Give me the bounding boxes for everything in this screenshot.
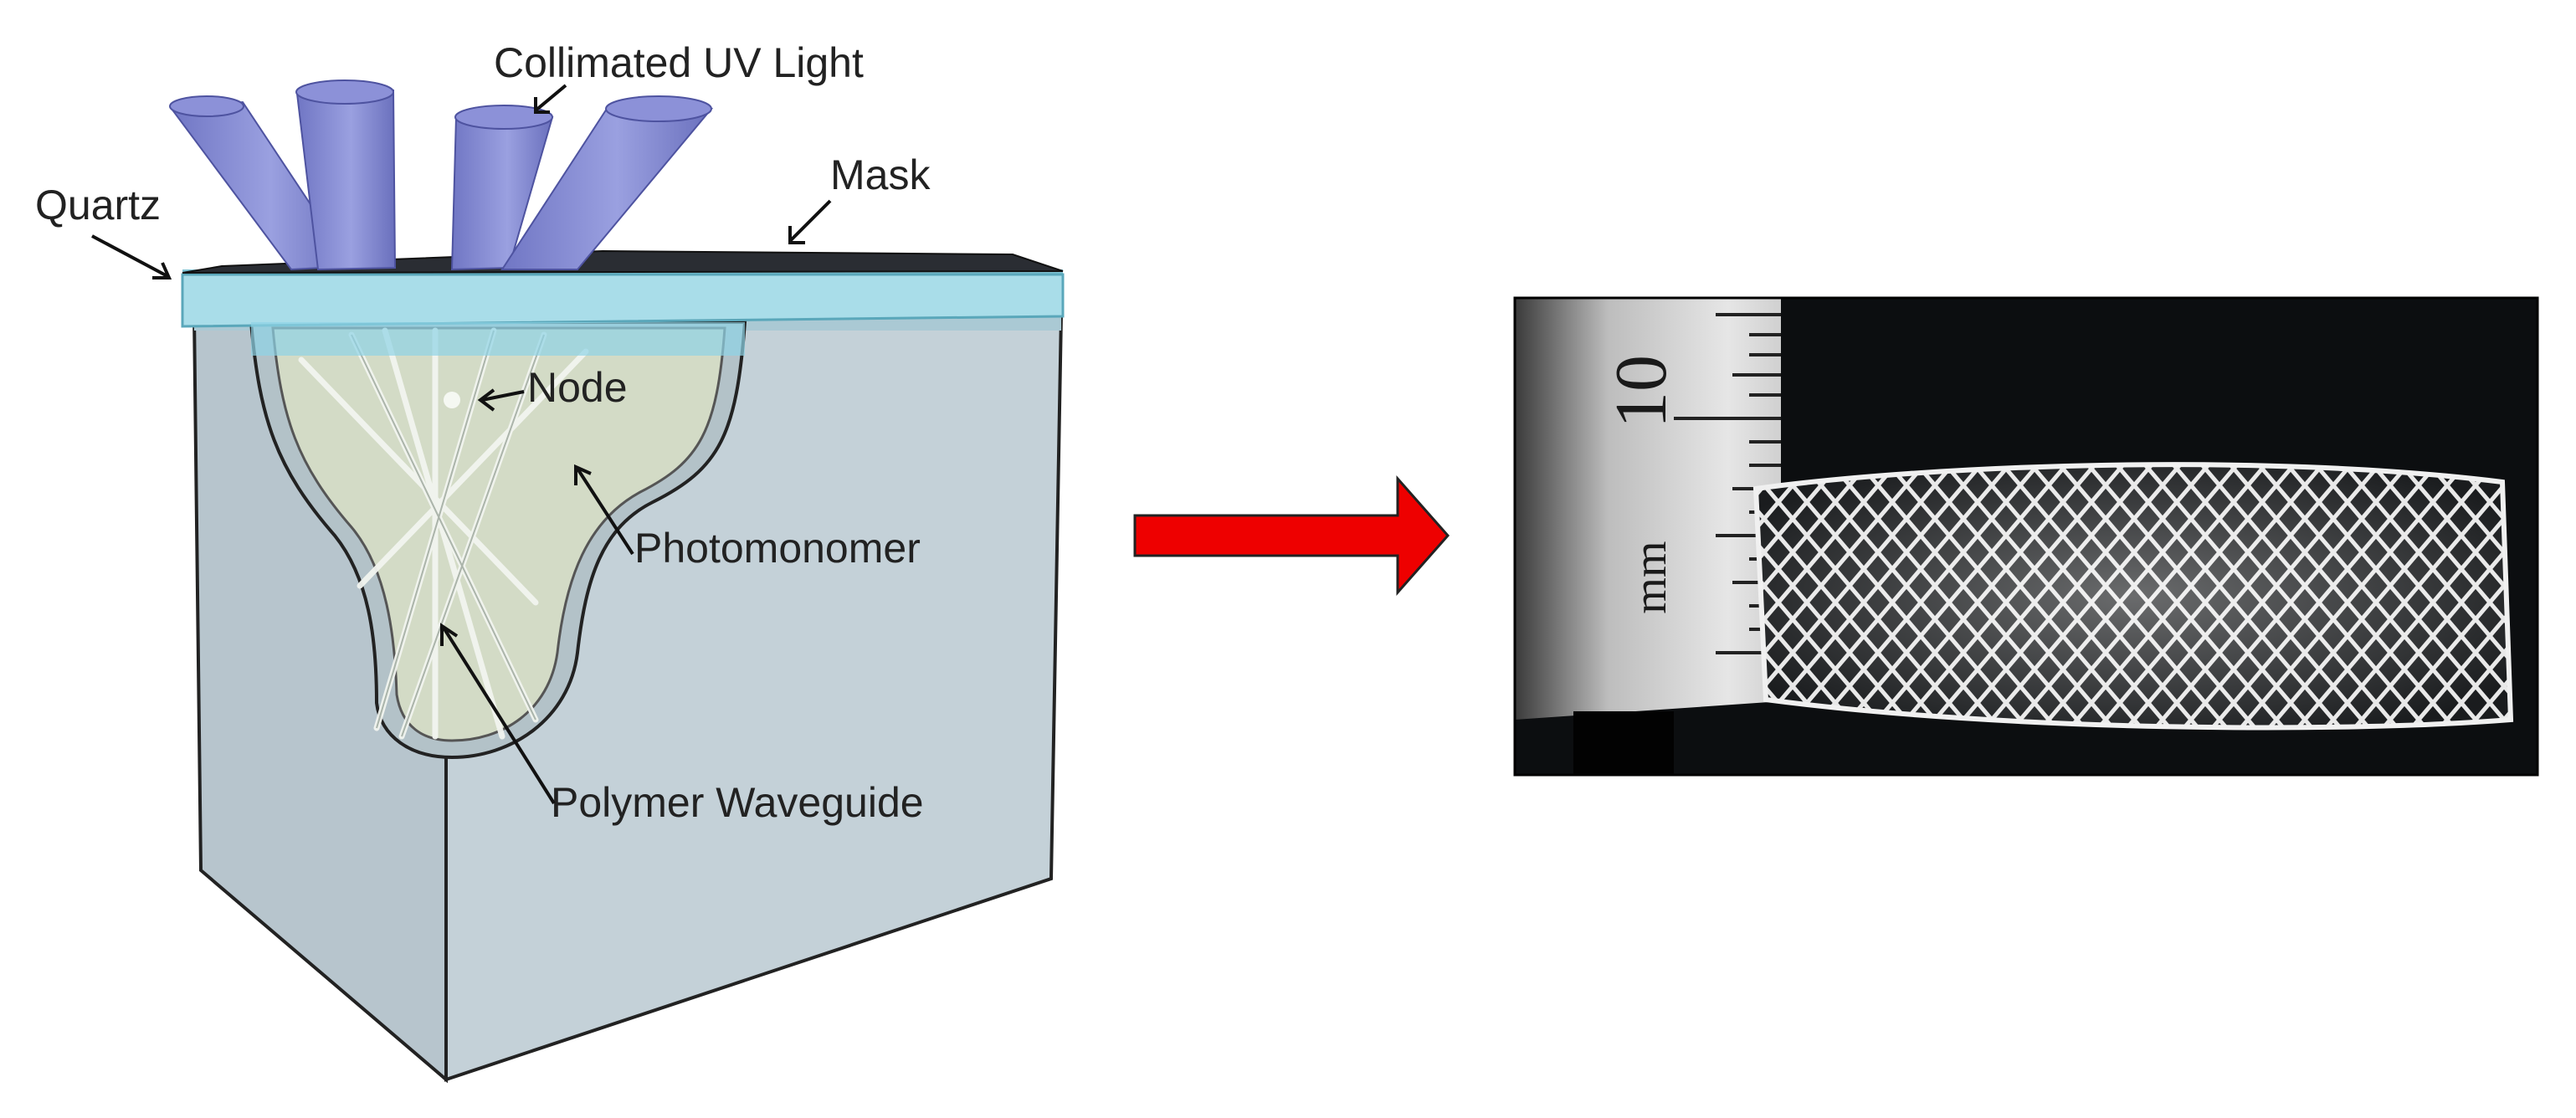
leader-photomonomer [576,467,634,556]
label-mask: Mask [830,151,931,198]
label-node: Node [527,364,628,411]
label-photomonomer: Photomonomer [634,525,921,572]
label-polymer-waveguide: Polymer Waveguide [551,779,924,826]
ruler [1515,298,1781,720]
leader-arrows [91,84,832,805]
label-collimated-uv-light: Collimated UV Light [494,39,864,86]
uv-light-beams [169,79,714,271]
node-point [444,392,460,408]
mask-sheet [182,251,1063,273]
leader-uv [534,84,567,112]
fabrication-schematic: Collimated UV Light Mask Quartz Node Pho… [35,39,1065,1084]
label-quartz: Quartz [35,182,161,228]
lattice-photo: 10 mm [1515,298,2538,775]
ruler-unit: mm [1624,541,1676,613]
ruler-number: 10 [1601,355,1682,428]
leader-waveguide [442,626,556,805]
photo-frame [1513,296,2539,777]
right-arrow [1133,475,1450,596]
leader-mask [788,199,832,243]
specimen-stand [1573,711,1674,775]
quartz-plate-front [181,273,1065,328]
leader-quartz [91,234,168,278]
leader-node [481,390,525,402]
photomonomer-fill [271,326,726,742]
quartz-tint-under [251,322,745,356]
